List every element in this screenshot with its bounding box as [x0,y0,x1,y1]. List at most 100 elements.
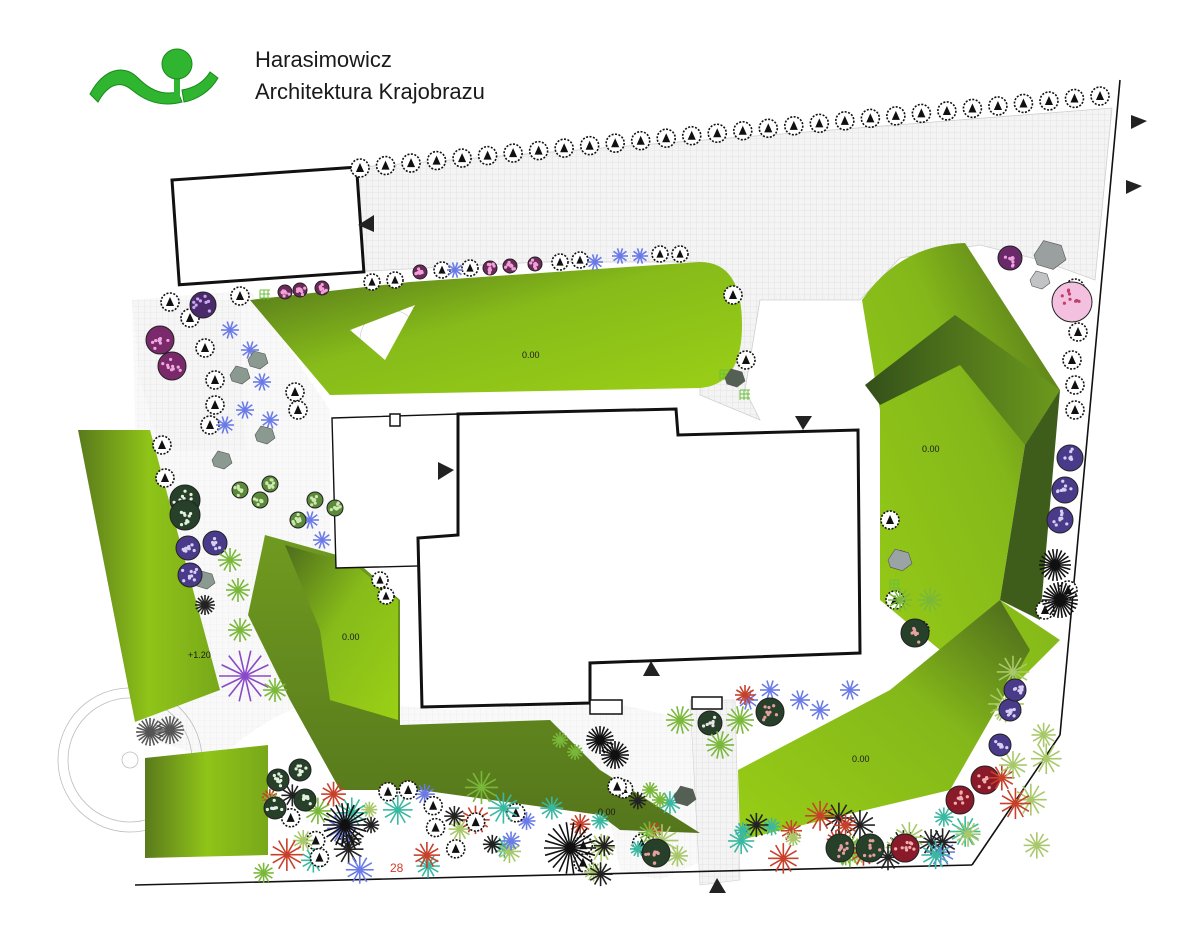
conifer-symbol [423,795,443,816]
perennial-symbol [612,248,628,264]
garage-outline [170,165,366,287]
perennial-symbol [834,813,857,837]
boundary-east [1059,79,1121,736]
conifer-symbol [1064,88,1085,109]
conifer-symbol [1068,322,1088,342]
shrub-symbol [697,710,723,736]
conifer-symbol [937,101,957,121]
house-outline [416,407,862,709]
conifer-symbol [630,130,651,151]
conifer-symbol [160,292,180,312]
perennial-symbol [955,821,981,847]
perennial-symbol [632,248,648,264]
conifer-symbol [988,96,1008,116]
perennial-symbol [810,700,830,720]
perennial-symbol [666,845,689,867]
perennial-symbol [226,578,250,602]
conifer-symbol [528,140,549,161]
perennial-symbol [840,680,860,700]
conifer-symbol [375,155,396,176]
conifer-symbol [607,776,627,797]
conifer-symbol [503,143,523,163]
perennial-symbol [487,792,519,824]
conifer-symbol [285,382,305,402]
conifer-symbol [911,103,932,124]
conifer-symbol [465,812,486,832]
conifer-symbol [656,128,677,149]
conifer-symbol [1090,86,1110,106]
shrub-symbol [890,833,920,863]
shrub-symbol [1051,476,1079,504]
conifer-symbol [554,138,574,158]
perennial-symbol [999,787,1031,820]
conifer-symbol [309,847,330,868]
perennial-symbol [1023,832,1050,859]
perennial-symbol [219,650,271,702]
shrub-symbol [288,758,312,782]
perennial-symbol [918,588,942,612]
entrance-arrow-icon [358,215,374,232]
perennial-symbol [567,744,583,760]
conifer-symbol [452,148,472,168]
shrub-symbol [289,511,307,529]
perennial-symbol [1030,743,1062,775]
conifer-symbol [152,435,172,455]
shrub-symbol [855,833,885,863]
west-strip-lawn [78,430,220,722]
plant-number-label: 28 [390,861,404,875]
perennial-symbol [921,840,950,870]
rock-symbol [724,368,746,388]
conifer-symbol [783,115,804,136]
perennial-symbol [805,800,835,831]
shrub-symbol [306,491,324,509]
entrance-arrow-icon [1131,115,1147,129]
rock-symbol [247,350,269,370]
perennial-symbol [540,796,564,820]
conifer-symbol [155,468,175,488]
perennial-symbol [934,807,954,827]
perennial-symbol [501,831,521,851]
rock-symbol [1029,270,1051,290]
perennial-symbol [1042,582,1078,618]
conifer-symbol [880,510,900,530]
conifer-symbol [886,106,906,126]
conifer-symbol [461,259,479,277]
perennial-symbol [586,726,614,754]
conifer-symbol [1062,350,1082,370]
company-name: Harasimowicz Architektura Krajobrazu [255,44,485,108]
conifer-symbol [398,780,418,800]
perennial-symbol [888,588,912,612]
conifer-symbol [723,285,743,305]
conifer-symbol [809,113,830,134]
perennial-symbol [413,841,441,869]
shrub-symbol [169,499,201,531]
rock-symbol [673,785,697,807]
conifer-symbol [1013,93,1034,114]
perennial-symbol [744,812,769,838]
shrub-symbol [231,481,249,499]
conifer-symbol [371,571,389,589]
conifer-symbol [426,150,447,171]
perennial-symbol [218,548,242,572]
perennial-symbol [1031,722,1056,748]
shrub-symbol [1003,678,1027,702]
entrance-arrow-icon [1126,180,1142,194]
conifer-symbol [671,245,689,263]
shrub-symbol [326,499,344,517]
conifer-symbol [835,111,855,131]
shrub-symbol [755,697,785,727]
shrub-symbol [251,491,269,509]
perennial-symbol [706,731,734,759]
conifer-symbol [288,400,308,420]
central-lawn-light [285,545,398,720]
groundcover-symbol [739,389,750,400]
entrance-arrows [358,115,1147,893]
shrub-symbol [945,785,975,815]
shrub-symbol [314,280,330,296]
shrub-symbol [175,535,201,561]
entrance-arrow-icon [643,661,660,676]
perennial-symbol [323,803,367,847]
level-west-mound: +1.20 [188,650,211,660]
shrub-symbol [266,768,290,792]
level-south-lawn: 0.00 [598,807,616,817]
